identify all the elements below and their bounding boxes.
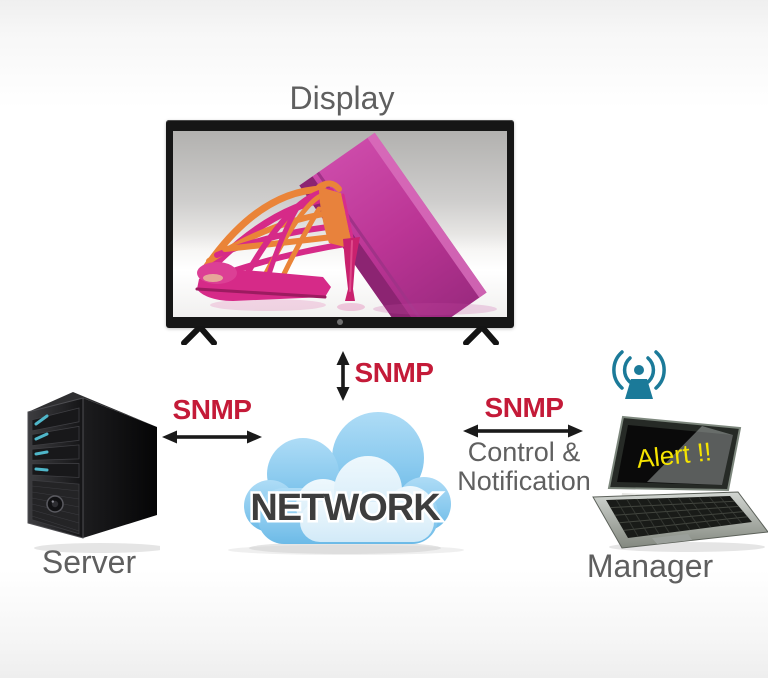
manager-link-double-arrow-icon [463,424,583,438]
display-link-double-arrow-icon [336,351,350,401]
server-tower-icon [27,392,160,553]
manager-link-description-line1: Control & [467,437,581,467]
server-link-protocol-label: SNMP [172,394,252,425]
network-cloud-icon: NETWORK [228,412,464,555]
display-node-label: Display [289,80,395,116]
tv-brand-logo [337,319,343,325]
manager-link-description-line2: Notification [457,466,591,497]
cloud-inner [296,456,434,542]
screen-reflection [647,426,733,485]
tv-screen-image [173,131,507,317]
laptop-touchpad [652,534,692,544]
manager-node-label: Manager [586,548,714,584]
wireless-antenna-icon [612,350,666,399]
floor-reflection [210,299,497,315]
manager-laptop-icon: Alert !! [592,415,768,552]
server-link-double-arrow-icon [162,430,262,444]
drive-bays [31,407,80,478]
manager-link-protocol-label: SNMP [484,392,564,423]
network-node-label: NETWORK [250,487,441,529]
tv-stand-right [463,326,499,345]
server-node-label: Server [41,544,137,580]
display-link-protocol-label: SNMP [354,357,434,388]
high-heel-shoe [195,180,360,301]
bay-lights [34,414,49,472]
tv-stand-left [181,326,217,345]
keyboard-columns [615,495,743,537]
manager-link-description: Control & Notification [440,437,608,497]
tv-display-icon [166,120,514,346]
